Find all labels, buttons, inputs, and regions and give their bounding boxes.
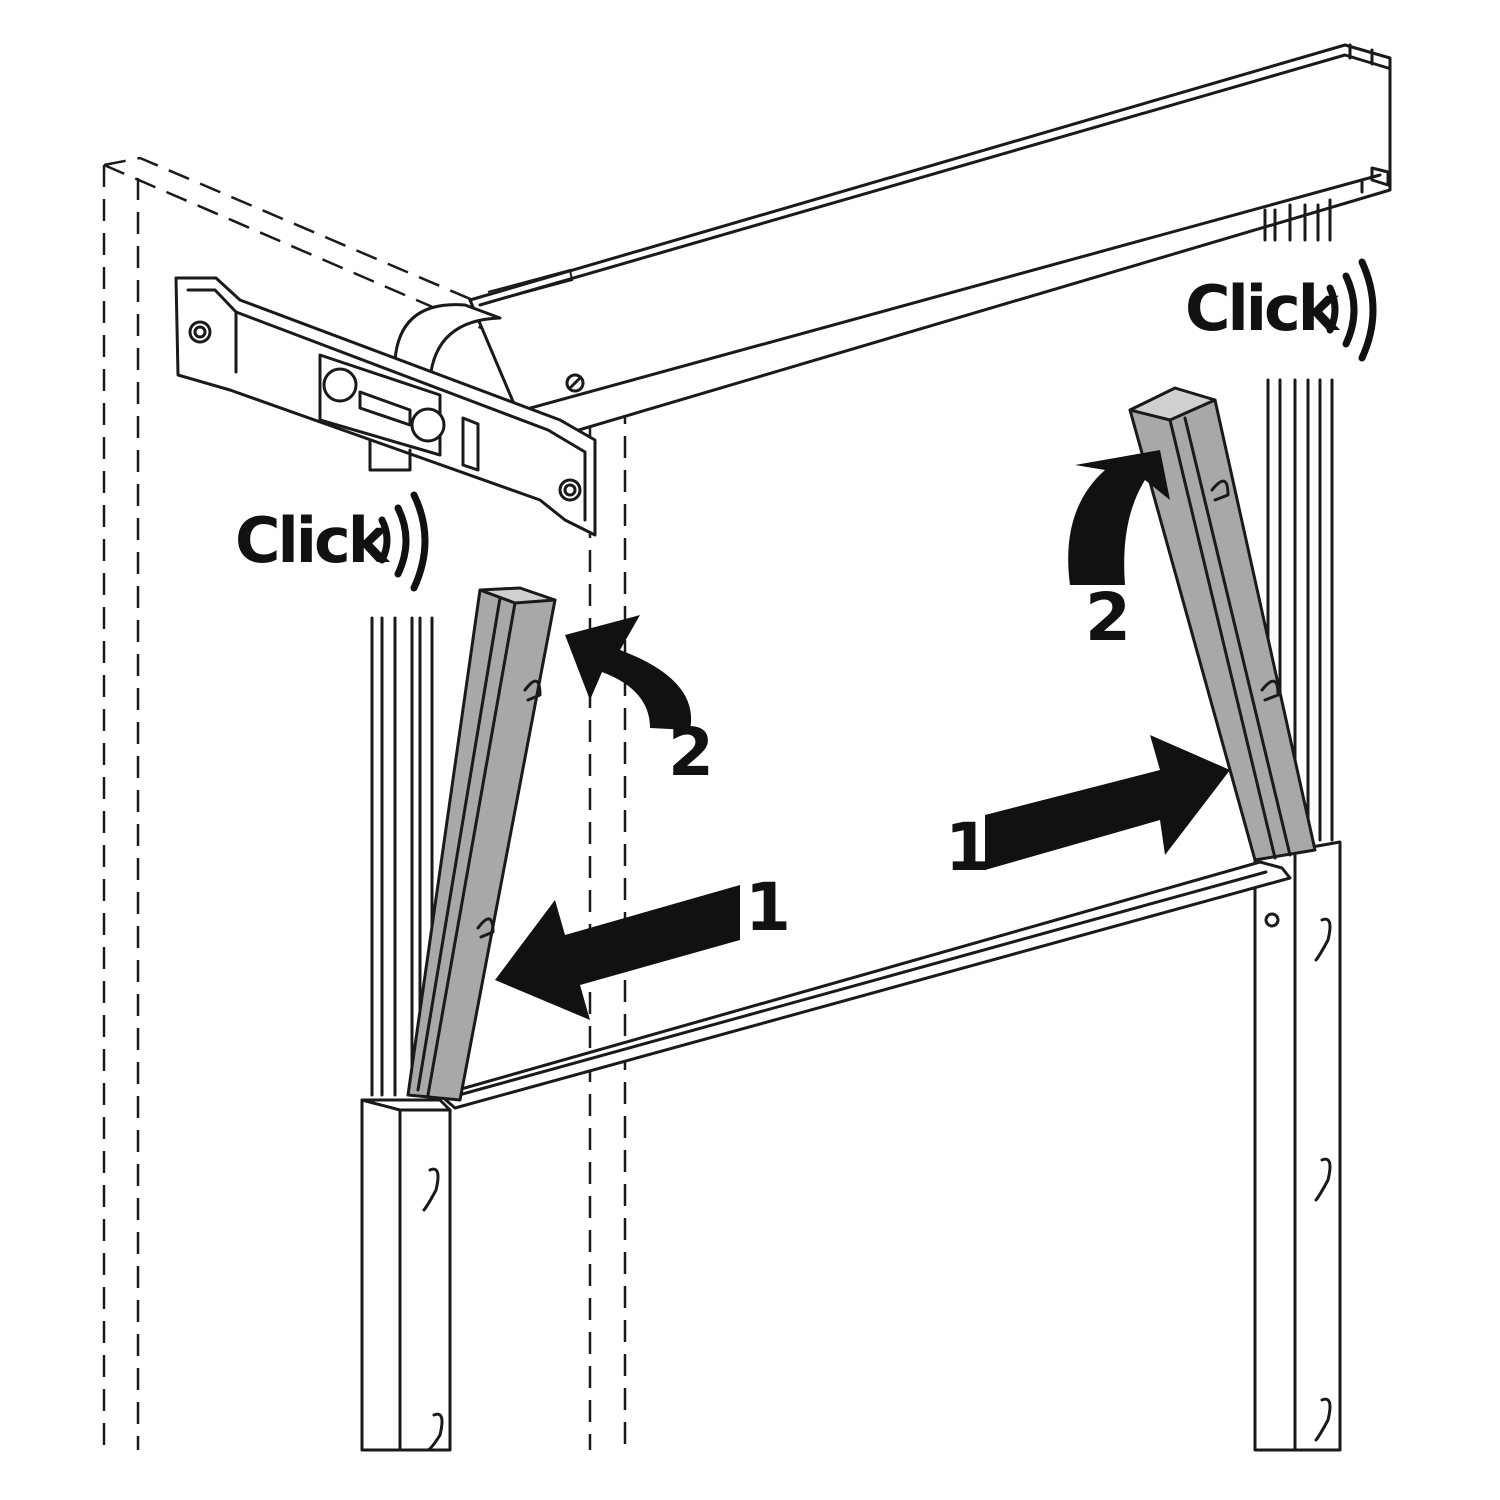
left-arrow-push: [495, 885, 740, 1020]
right-diagonal-brace: [1128, 386, 1317, 862]
right-sound-waves: [1326, 258, 1377, 362]
step-number-left-2: 2: [668, 714, 714, 791]
right-upright: [1253, 198, 1342, 1452]
left-upright: [360, 616, 452, 1452]
step-number-left-1: 1: [745, 869, 791, 946]
left-arrow-rotate: [565, 615, 692, 730]
click-label-left: Click: [235, 504, 391, 577]
upper-mounting-bracket: [174, 276, 597, 537]
click-label-right: Click: [1185, 272, 1341, 345]
lower-rail: [438, 860, 1292, 1110]
left-sound-waves: [378, 491, 429, 592]
top-rail: [393, 43, 1392, 457]
step-number-right-2: 2: [1085, 579, 1131, 656]
left-diagonal-brace: [406, 586, 557, 1102]
step-number-right-1: 1: [945, 809, 991, 886]
right-arrow-push: [985, 735, 1230, 870]
dashed-side-panel: [102, 156, 627, 1450]
right-arrow-rotate: [1068, 450, 1170, 585]
